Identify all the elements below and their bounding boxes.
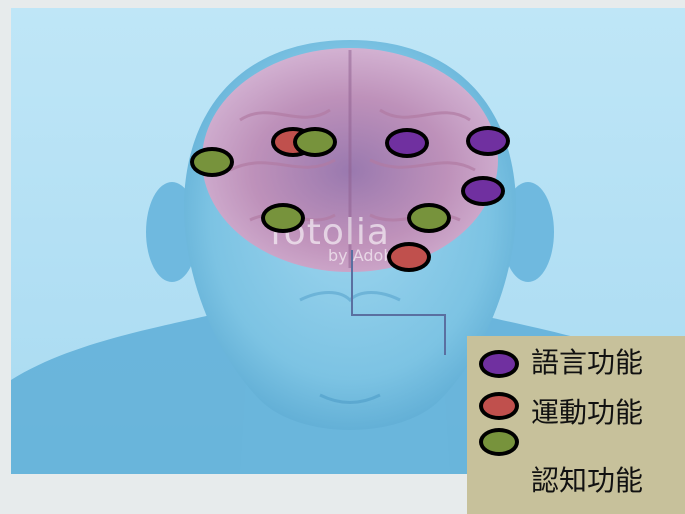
marker-cognitive [190, 147, 234, 177]
marker-language [466, 126, 510, 156]
watermark-subtext: by Adobe [328, 246, 404, 265]
legend: 語言功能運動功能認知功能 [467, 336, 685, 514]
legend-swatch-motor [479, 392, 519, 420]
legend-swatch-cognitive [479, 428, 519, 456]
marker-motor [387, 242, 431, 272]
marker-language [385, 128, 429, 158]
legend-label-language: 語言功能 [531, 346, 644, 379]
legend-swatch-language [479, 350, 519, 378]
marker-language [461, 176, 505, 206]
legend-label-cognitive: 認知功能 [531, 464, 644, 497]
legend-label-motor: 運動功能 [531, 396, 644, 429]
marker-cognitive [261, 203, 305, 233]
marker-cognitive [293, 127, 337, 157]
marker-cognitive [407, 203, 451, 233]
